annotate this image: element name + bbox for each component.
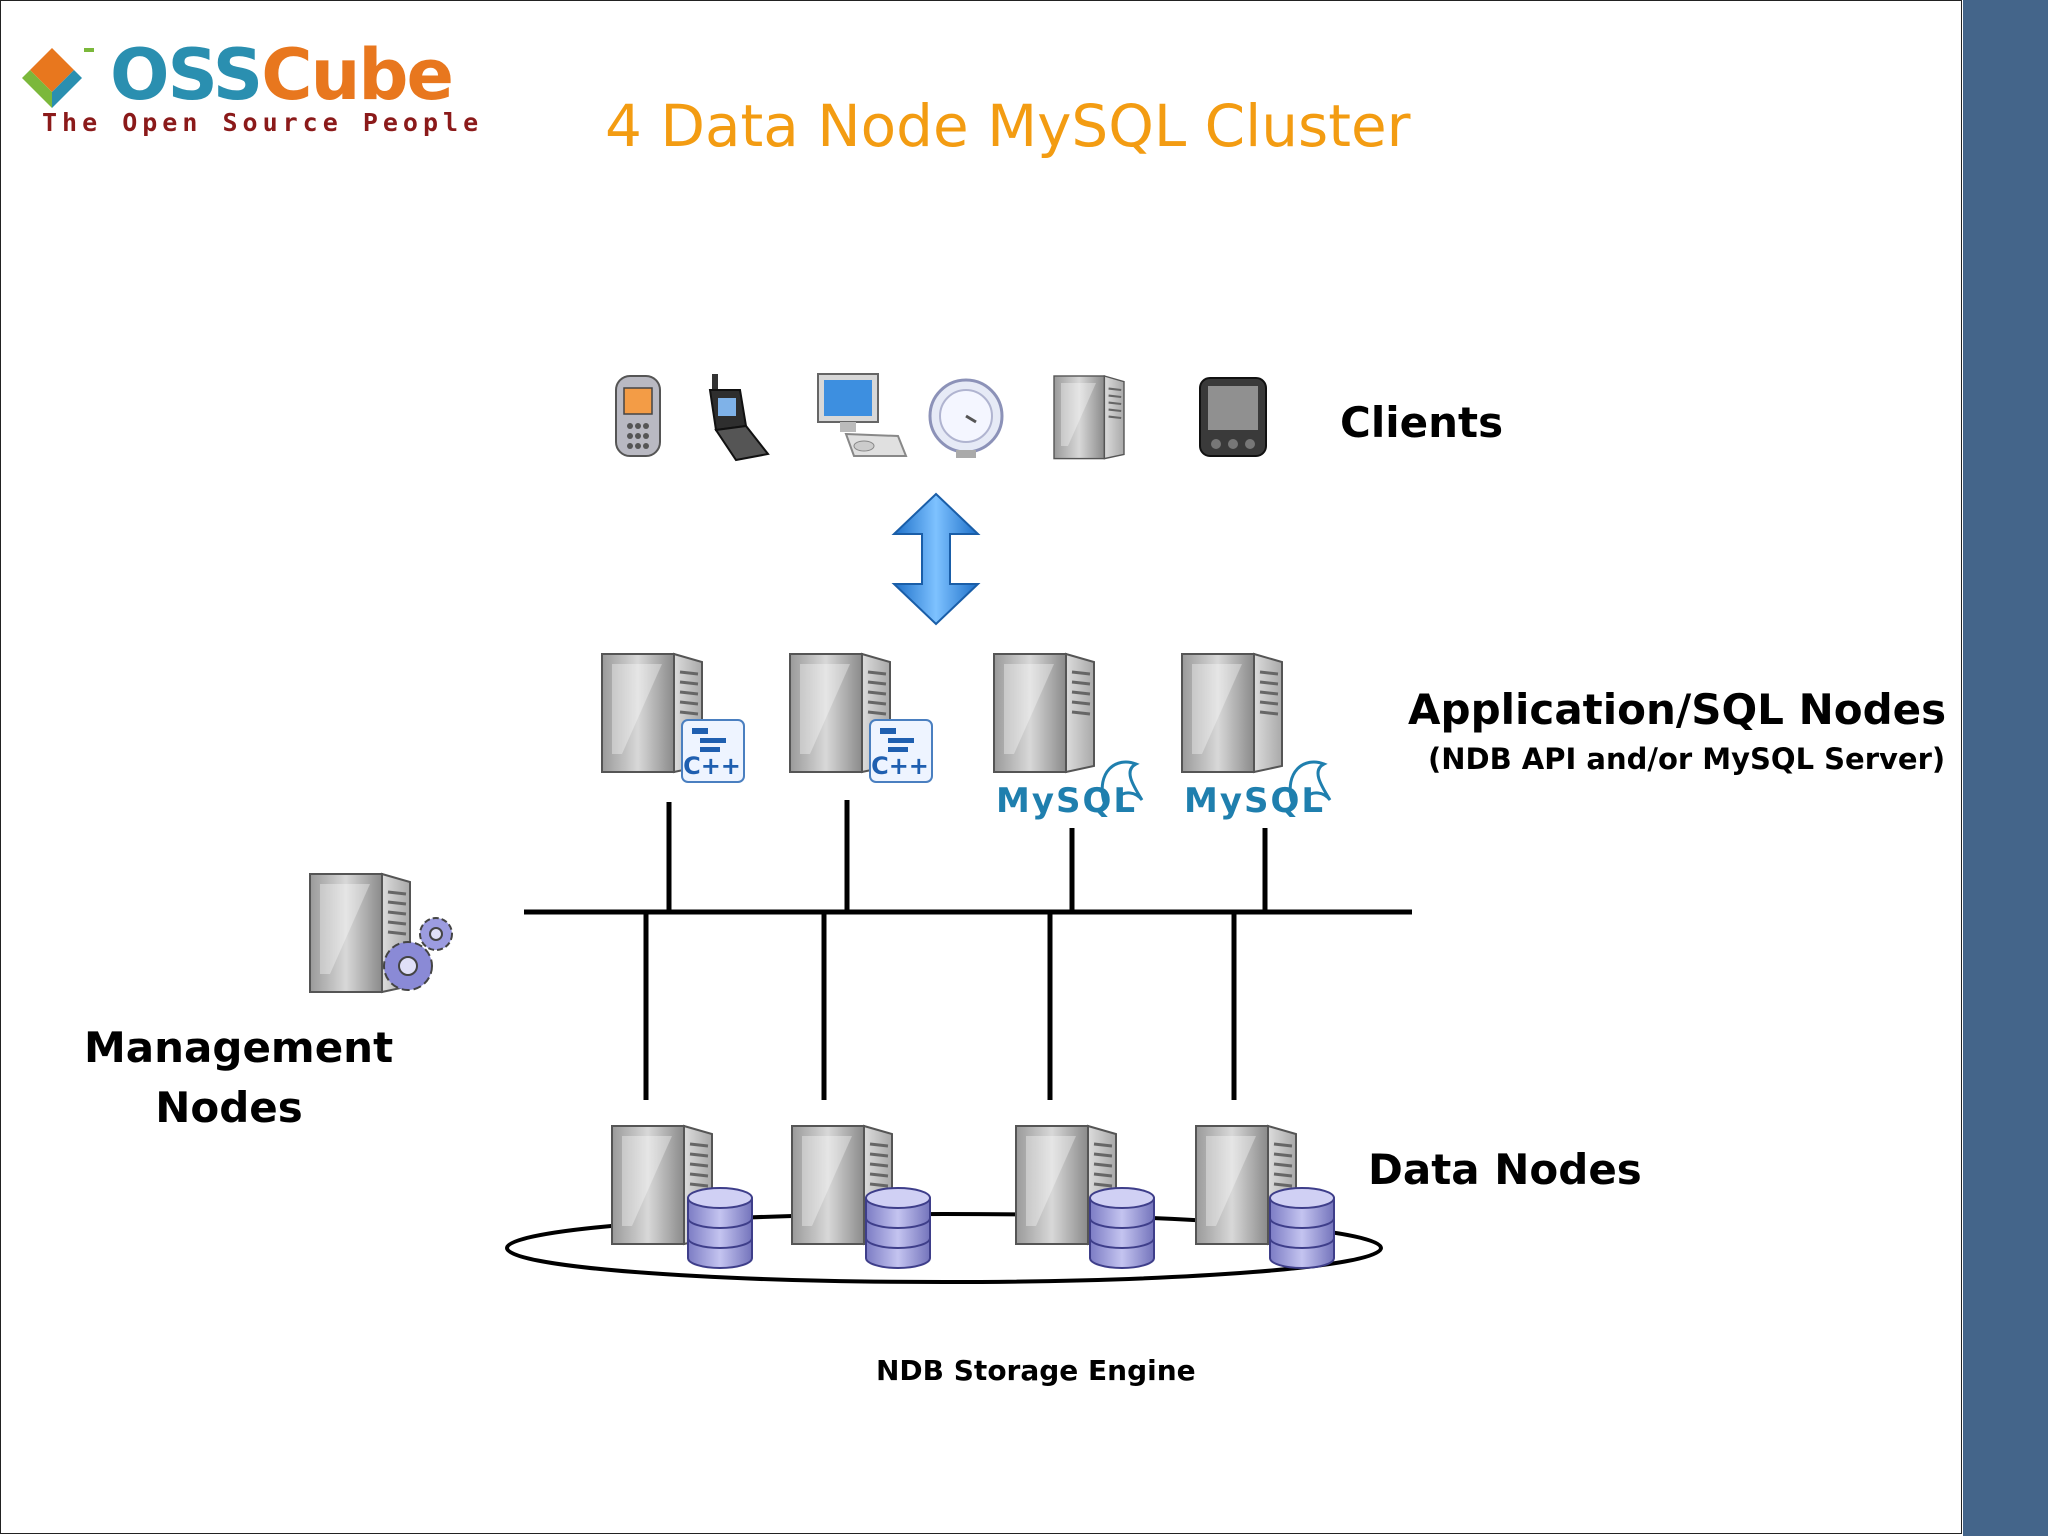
data-node-4 xyxy=(1194,1124,1335,1269)
satellite-dish-icon xyxy=(928,378,1004,458)
logo-diamond-icon xyxy=(22,48,94,108)
gear-icon xyxy=(383,941,433,991)
management-nodes-label: Management Nodes xyxy=(84,1018,394,1138)
data-node-3 xyxy=(1014,1124,1155,1269)
app-node-cpp-1 xyxy=(600,652,745,783)
database-icon xyxy=(1089,1187,1155,1269)
gear-icon xyxy=(419,917,453,951)
slide-title: 4 Data Node MySQL Cluster xyxy=(605,92,1411,160)
clients-group xyxy=(615,373,1267,462)
app-node-cpp-2 xyxy=(788,652,933,783)
cluster-diagram: C++ MySQL xyxy=(308,373,1412,1284)
logo-oss-text: OSS xyxy=(110,34,263,116)
flip-phone-icon xyxy=(708,374,770,462)
management-nodes-label-line1: Management xyxy=(84,1023,394,1072)
server-icon xyxy=(1052,374,1126,460)
management-server-icon xyxy=(308,872,453,994)
app-node-mysql-2 xyxy=(1180,652,1332,823)
logo-tagline: The Open Source People xyxy=(42,108,484,137)
ndb-storage-engine-label: NDB Storage Engine xyxy=(876,1354,1196,1387)
data-node-2 xyxy=(790,1124,931,1269)
pda-icon xyxy=(1199,377,1267,457)
cpp-badge-icon xyxy=(681,719,745,783)
application-sql-nodes-label: Application/SQL Nodes xyxy=(1408,685,1947,734)
interconnect-bus xyxy=(524,800,1412,1100)
application-sql-nodes-sublabel: (NDB API and/or MySQL Server) xyxy=(1428,742,1946,776)
database-icon xyxy=(687,1187,753,1269)
osscube-logo: OSSCube The Open Source People xyxy=(22,40,512,150)
sidebar-band xyxy=(1963,0,2048,1536)
clients-label: Clients xyxy=(1340,398,1504,447)
management-nodes-label-line2: Nodes xyxy=(155,1083,303,1132)
database-icon xyxy=(1269,1187,1335,1269)
mobile-phone-icon xyxy=(615,375,661,457)
data-nodes-label: Data Nodes xyxy=(1368,1145,1642,1194)
logo-cube-text: Cube xyxy=(261,34,454,116)
desktop-computer-icon xyxy=(817,373,908,457)
logo-wordmark: OSSCube xyxy=(110,40,454,110)
cpp-badge-icon xyxy=(869,719,933,783)
ndb-storage-ring xyxy=(505,1212,1383,1284)
bidirectional-arrow-icon xyxy=(891,492,981,626)
app-node-mysql-1 xyxy=(992,652,1144,823)
data-node-1 xyxy=(610,1124,753,1269)
database-icon xyxy=(865,1187,931,1269)
